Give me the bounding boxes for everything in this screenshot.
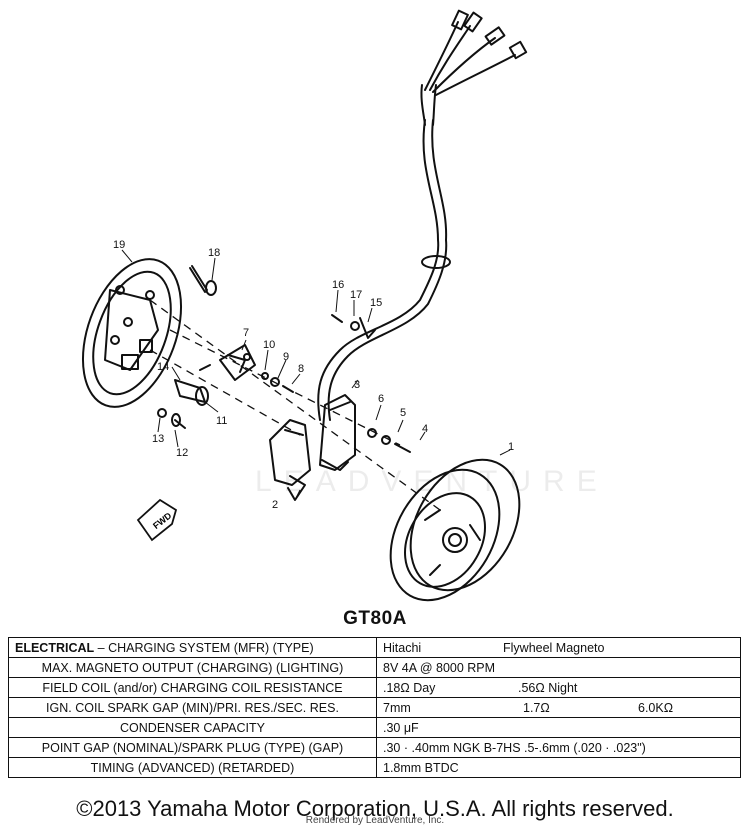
callout-2: 2 [272,499,278,511]
fwd-arrow-icon: FWD [136,498,178,542]
callout-16: 16 [332,279,344,291]
callout-17: 17 [350,289,362,301]
spec-value-type: Flywheel Magneto [503,640,605,655]
callout-12: 12 [176,447,188,459]
spec-row: MAX. MAGNETO OUTPUT (CHARGING) (LIGHTING… [8,657,741,678]
spec-value: 1.8mm BTDC [383,760,459,775]
spec-label: MAX. MAGNETO OUTPUT (CHARGING) (LIGHTING… [8,657,377,678]
spec-value: .56Ω Night [518,680,578,695]
spec-value: .18Ω Day [383,680,436,695]
washer-17 [350,321,360,331]
leader-lines [121,249,511,499]
callout-9: 9 [283,351,289,363]
callout-11: 11 [216,415,227,427]
spec-value: 1.7Ω [523,700,550,715]
callout-6: 6 [378,393,384,405]
assembly-axis-lines [149,299,441,511]
spec-row: POINT GAP (NOMINAL)/SPARK PLUG (TYPE) (G… [8,737,741,758]
callout-15: 15 [370,297,382,309]
contact-breaker-points [219,344,256,381]
spec-header-label-bold: ELECTRICAL [15,640,95,655]
spec-value: 7mm [383,700,411,715]
spec-value: 8V 4A @ 8000 RPM [383,660,496,675]
spec-row: CONDENSER CAPACITY .30 μF [8,717,741,738]
condenser-assembly [174,364,211,406]
wire-harness [317,9,528,421]
spec-header-label: – CHARGING SYSTEM (MFR) (TYPE) [94,640,314,655]
callout-14: 14 [157,361,169,373]
washer-13 [157,408,167,418]
washer-9 [270,377,280,387]
lighting-coil [269,419,311,501]
ignition-coil [319,394,356,471]
callout-13: 13 [152,433,164,445]
spec-label: TIMING (ADVANCED) (RETARDED) [8,757,377,778]
callout-3: 3 [354,379,360,391]
callout-4: 4 [422,423,428,435]
callout-19: 19 [113,239,125,251]
screw-18 [189,265,217,296]
spec-value: 6.0KΩ [638,700,674,715]
spec-row: TIMING (ADVANCED) (RETARDED) 1.8mm BTDC [8,757,741,778]
screw-4 [394,443,411,453]
spec-row: IGN. COIL SPARK GAP (MIN)/PRI. RES./SEC.… [8,697,741,718]
spec-value-maker: Hitachi [383,640,422,655]
callout-5: 5 [400,407,406,419]
callout-10: 10 [263,339,275,351]
rendered-by-notice: Rendered by LeadVenture, Inc. [305,815,445,826]
flywheel-rotor [389,458,521,602]
callout-7: 7 [243,327,249,339]
spec-label: POINT GAP (NOMINAL)/SPARK PLUG (TYPE) (G… [8,737,377,758]
watermark: LEADVENTURE [255,465,609,498]
magneto-exploded-diagram: FWD 1 2 3 4 5 6 7 8 9 10 11 12 13 [81,9,528,602]
spec-label: FIELD COIL (and/or) CHARGING COIL RESIST… [8,677,377,698]
wire-clamp [359,317,376,339]
screw-16 [331,314,343,323]
spec-header-row: ELECTRICAL – CHARGING SYSTEM (MFR) (TYPE… [8,637,741,658]
spec-value: .30 μF [383,720,419,735]
stator-base-plate [81,258,183,408]
spec-label: IGN. COIL SPARK GAP (MIN)/PRI. RES./SEC.… [8,697,377,718]
callout-1: 1 [508,441,514,453]
spec-row: FIELD COIL (and/or) CHARGING COIL RESIST… [8,677,741,698]
spec-label: CONDENSER CAPACITY [8,717,377,738]
model-title: GT80A [343,608,407,629]
electrical-spec-table: ELECTRICAL – CHARGING SYSTEM (MFR) (TYPE… [8,637,741,778]
spec-value: .30 · .40mm NGK B-7HS .5-.6mm (.020 · .0… [383,740,646,755]
copyright-notice: ©2013 Yamaha Motor Corporation, U.S.A. A… [76,796,674,821]
callout-18: 18 [208,247,220,259]
callout-8: 8 [298,363,304,375]
